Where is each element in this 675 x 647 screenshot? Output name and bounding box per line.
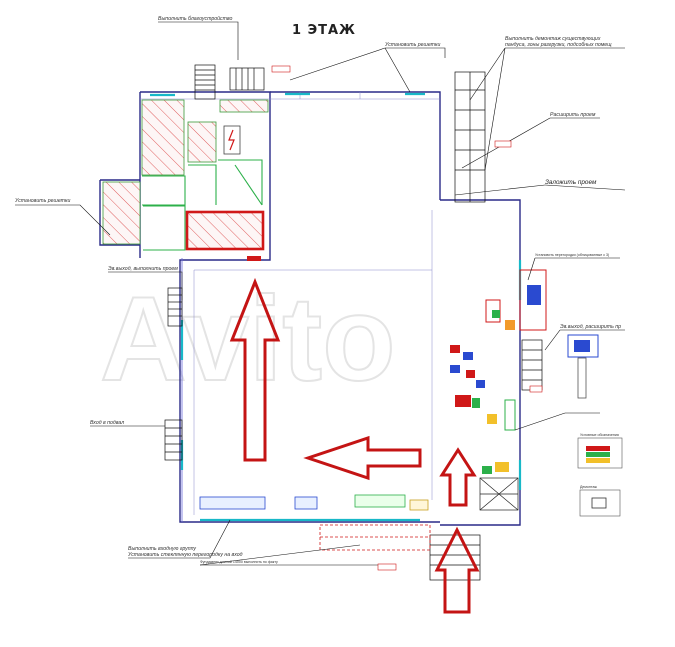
green-partitions [142,159,263,251]
label-evac-exit-left: Эв.выход, выполнить проем [108,266,178,272]
red-tags [271,65,543,571]
legend-box [577,437,623,517]
leader-lines [15,21,626,566]
label-install-partitions: Установить перегородки (облицованные с 3… [535,253,609,257]
red-marker [247,256,261,261]
label-evac-exit-right: Эв.выход, расширить пр [560,324,621,330]
label-dismantle-2: пандуса, зоны разгрузки, подсобных помещ [505,42,612,48]
label-legend-title: Условные обозначения [580,433,619,437]
watermark: Avito [100,272,396,406]
label-grilles-top: Установить решетки [385,42,440,48]
lift-shaft [479,477,519,511]
electrical-panel [223,125,241,155]
red-room [185,210,265,251]
bottom-counters [199,494,429,511]
label-entrance-group: Выполнить входную группу [128,546,196,552]
direction-arrows [229,277,480,614]
label-dismantle-legend: Демонтаж [580,485,597,489]
label-dismantle-1: Выполнить демонтаж существующих [505,36,601,42]
equipment-cluster [450,269,599,474]
foundation-dashed [319,524,431,551]
label-widen-opening-top: Расширить проем [550,112,596,118]
interior-lines [140,92,440,515]
label-block-opening: Заложить проем [545,179,597,186]
hatched-zones [102,99,269,245]
label-grilles-left: Установить решетки [15,198,70,204]
label-foundation-note: Фундамент длиной 14000 выполнить по факт… [200,560,278,564]
label-landscaping: Выполнить благоустройство [158,15,232,22]
page-title: 1 ЭТАЖ [292,23,356,38]
label-basement-entry: Вход в подвал [90,420,124,426]
label-glass-partition: Установить стеклянную перегородку на вхо… [128,552,243,558]
